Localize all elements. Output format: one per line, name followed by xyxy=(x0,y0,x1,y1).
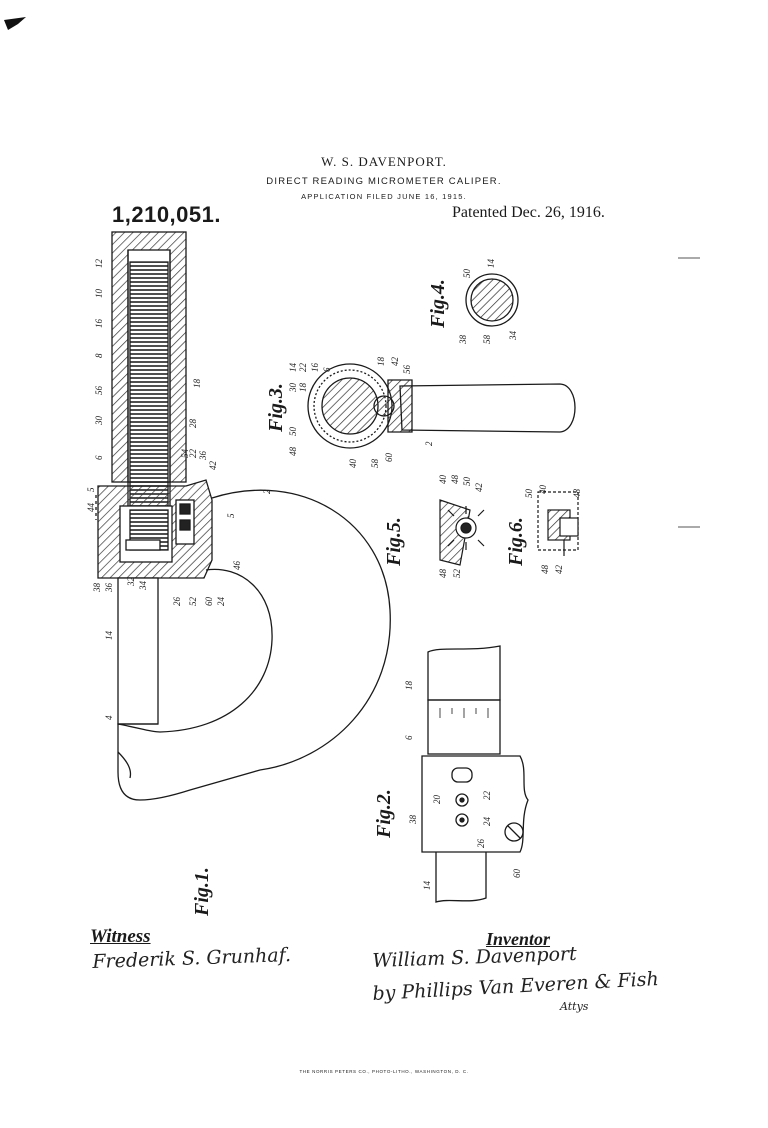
witness-heading: Witness xyxy=(90,926,151,947)
svg-text:30: 30 xyxy=(94,416,104,427)
svg-text:38: 38 xyxy=(458,335,468,346)
fig4-reference-numerals: 14 50 38 58 34 xyxy=(458,259,518,346)
svg-text:22: 22 xyxy=(188,449,198,459)
fig3-reference-numerals: 14 22 16 6 30 18 50 48 40 58 60 18 42 56… xyxy=(288,357,434,469)
svg-text:48: 48 xyxy=(572,489,582,499)
fig4-label: Fig.4. xyxy=(427,279,449,329)
fig4-drawing xyxy=(465,273,519,327)
svg-text:44: 44 xyxy=(86,503,96,513)
svg-text:38: 38 xyxy=(408,815,418,826)
svg-text:40: 40 xyxy=(538,485,548,495)
svg-text:14: 14 xyxy=(422,881,432,891)
svg-text:16: 16 xyxy=(94,319,104,329)
svg-text:38: 38 xyxy=(92,583,102,594)
svg-text:2: 2 xyxy=(424,441,434,446)
svg-text:58: 58 xyxy=(482,335,492,345)
svg-text:48: 48 xyxy=(438,569,448,579)
svg-text:22: 22 xyxy=(298,363,308,373)
svg-text:48: 48 xyxy=(450,475,460,485)
svg-text:50: 50 xyxy=(462,269,472,279)
svg-text:24: 24 xyxy=(216,597,226,607)
fig2-drawing xyxy=(421,645,529,903)
svg-text:56: 56 xyxy=(402,365,412,375)
printer-line: THE NORRIS PETERS CO., PHOTO-LITHO., WAS… xyxy=(299,1069,469,1074)
svg-text:50: 50 xyxy=(288,427,298,437)
svg-text:40: 40 xyxy=(348,459,358,469)
fig6-reference-numerals: 50 40 48 48 42 xyxy=(524,485,582,575)
patented-date: Patented Dec. 26, 1916. xyxy=(452,204,605,221)
svg-text:14: 14 xyxy=(288,363,298,373)
svg-text:60: 60 xyxy=(512,869,522,879)
svg-text:8: 8 xyxy=(94,353,104,358)
svg-text:18: 18 xyxy=(192,379,202,389)
svg-text:54: 54 xyxy=(180,449,190,459)
svg-text:4: 4 xyxy=(104,715,114,720)
svg-text:14: 14 xyxy=(104,631,114,641)
svg-text:42: 42 xyxy=(208,461,218,471)
fig1-label: Fig.1. xyxy=(191,867,213,917)
corner-mark xyxy=(4,17,26,30)
fig5-label: Fig.5. xyxy=(383,517,405,567)
svg-text:30: 30 xyxy=(288,383,298,394)
fig1-reference-numerals: 12 10 16 8 56 30 18 28 6 54 22 36 42 5 2… xyxy=(86,259,272,721)
svg-text:48: 48 xyxy=(540,565,550,575)
svg-text:6: 6 xyxy=(322,367,332,372)
svg-text:5: 5 xyxy=(86,487,96,492)
fig3-label: Fig.3. xyxy=(265,383,287,433)
svg-text:42: 42 xyxy=(554,565,564,575)
svg-text:26: 26 xyxy=(172,597,182,607)
svg-text:14: 14 xyxy=(486,259,496,269)
svg-text:56: 56 xyxy=(94,386,104,396)
svg-text:5: 5 xyxy=(226,513,236,518)
inventor-name-heading: W. S. DAVENPORT. xyxy=(321,154,447,169)
svg-text:42: 42 xyxy=(474,483,484,493)
fig5-reference-numerals: 40 48 50 42 48 52 xyxy=(438,475,484,579)
svg-text:18: 18 xyxy=(376,357,386,367)
svg-text:6: 6 xyxy=(404,735,414,740)
svg-text:52: 52 xyxy=(188,597,198,607)
svg-text:52: 52 xyxy=(452,569,462,579)
fig2-label: Fig.2. xyxy=(373,789,395,839)
svg-text:60: 60 xyxy=(204,597,214,607)
svg-text:32: 32 xyxy=(126,577,136,588)
svg-text:2: 2 xyxy=(262,489,272,494)
svg-text:58: 58 xyxy=(370,459,380,469)
svg-text:10: 10 xyxy=(94,289,104,299)
svg-text:20: 20 xyxy=(432,795,442,805)
svg-text:6: 6 xyxy=(94,455,104,460)
svg-text:26: 26 xyxy=(476,839,486,849)
svg-text:18: 18 xyxy=(298,383,308,393)
fig6-drawing xyxy=(537,491,579,556)
svg-text:12: 12 xyxy=(94,259,104,269)
attorney-suffix: Attys xyxy=(560,1000,589,1013)
svg-text:40: 40 xyxy=(438,475,448,485)
svg-text:18: 18 xyxy=(404,681,414,691)
svg-text:36: 36 xyxy=(198,451,208,462)
svg-text:60: 60 xyxy=(384,453,394,463)
application-filed-line: APPLICATION FILED JUNE 16, 1915. xyxy=(301,192,467,201)
svg-text:50: 50 xyxy=(524,489,534,499)
svg-text:42: 42 xyxy=(390,357,400,367)
fig6-label: Fig.6. xyxy=(505,517,527,567)
fig3-drawing xyxy=(307,363,576,449)
svg-text:46: 46 xyxy=(232,561,242,571)
svg-text:50: 50 xyxy=(462,477,472,487)
svg-text:36: 36 xyxy=(104,583,114,594)
svg-text:22: 22 xyxy=(482,791,492,801)
fig2-reference-numerals: 18 6 20 22 38 24 26 60 14 xyxy=(404,681,522,891)
inventor-heading: Inventor xyxy=(486,929,551,949)
invention-title: DIRECT READING MICROMETER CALIPER. xyxy=(266,176,502,187)
svg-text:34: 34 xyxy=(138,581,148,592)
svg-text:34: 34 xyxy=(508,331,518,342)
svg-text:16: 16 xyxy=(310,363,320,373)
svg-text:28: 28 xyxy=(188,419,198,429)
svg-text:48: 48 xyxy=(288,447,298,457)
fig1-drawing xyxy=(95,231,391,801)
patent-number: 1,210,051. xyxy=(112,202,221,227)
svg-text:24: 24 xyxy=(482,817,492,827)
fig5-drawing xyxy=(439,499,485,566)
